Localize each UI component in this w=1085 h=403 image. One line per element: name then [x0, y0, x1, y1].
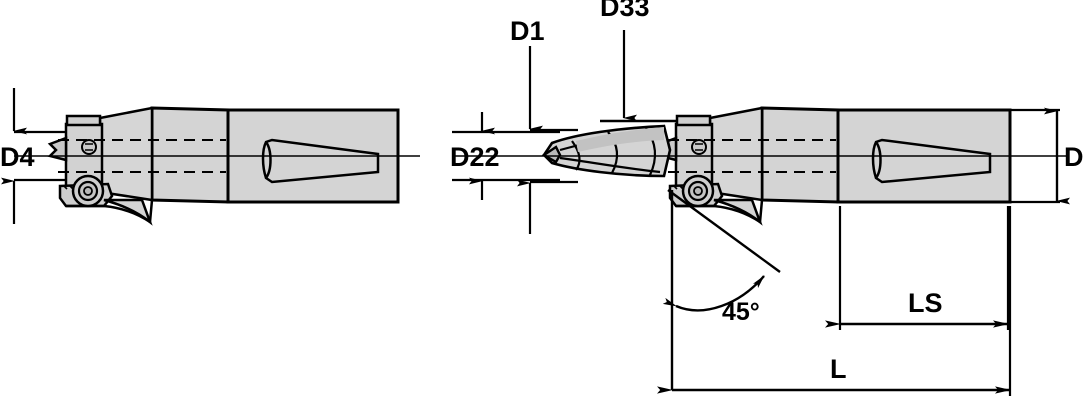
- angle-arc: [662, 275, 765, 312]
- dimension-d22: D22: [450, 112, 560, 200]
- right-view: D22 D1 D33 D 45°: [450, 0, 1084, 396]
- right-lower-outline: [676, 199, 764, 225]
- right-head-cap: [675, 114, 712, 127]
- right-upper-screw: [691, 139, 707, 155]
- left-upper-screw: [81, 139, 97, 155]
- dimension-ls: LS: [825, 206, 1010, 330]
- dimension-d: D: [1008, 107, 1084, 205]
- left-head-cap: [65, 114, 102, 127]
- left-mid-body: [150, 106, 230, 204]
- l-label: L: [830, 354, 847, 384]
- pilot-flute-2: [559, 156, 661, 174]
- d33-label: D33: [600, 0, 650, 22]
- pilot-drill: [541, 124, 672, 178]
- dimension-d1: D1: [510, 16, 578, 234]
- dimension-d4: D4: [0, 88, 66, 224]
- angle-label: 45°: [722, 298, 760, 326]
- left-lower-screw: [71, 174, 105, 208]
- right-lower-screw: [681, 174, 715, 208]
- pilot-drill-point: [541, 145, 562, 164]
- ls-label: LS: [908, 288, 943, 318]
- d-label: D: [1064, 142, 1084, 172]
- left-notch-ellipse: [264, 141, 272, 179]
- left-whistle-notch: [261, 138, 380, 184]
- right-mid-body: [760, 106, 840, 204]
- dimension-l: L: [657, 206, 1012, 396]
- right-notch-ellipse: [874, 141, 882, 179]
- d1-label: D1: [510, 16, 545, 46]
- d22-label: D22: [450, 142, 500, 172]
- left-view: D4: [0, 88, 420, 226]
- dimension-d33: D33: [600, 0, 676, 123]
- dimension-angle-45: 45°: [662, 189, 781, 390]
- d4-label: D4: [0, 142, 35, 172]
- angle-inclined-ref: [667, 189, 781, 273]
- left-lower-outline: [66, 199, 154, 225]
- pilot-land: [576, 127, 664, 152]
- right-whistle-notch: [871, 138, 992, 184]
